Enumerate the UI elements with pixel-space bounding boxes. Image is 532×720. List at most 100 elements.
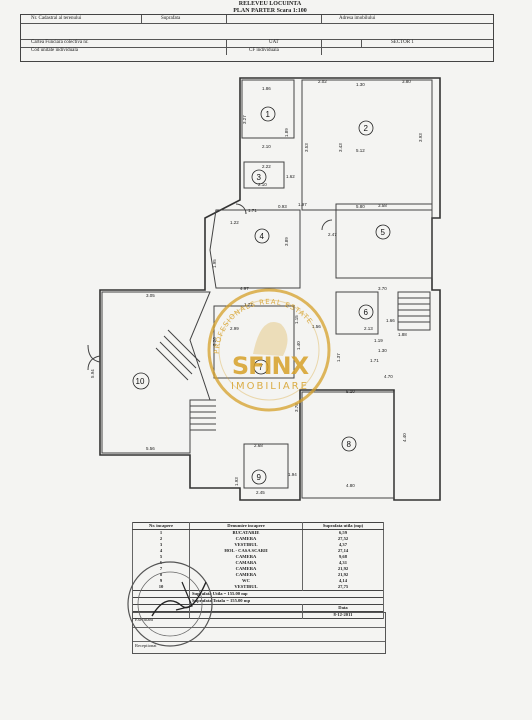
- room-label-2: 2: [364, 124, 369, 133]
- dim-r9-bottom: 2.45: [256, 490, 265, 495]
- dim-r7-c: 3.26: [212, 337, 217, 346]
- dim-r5-top: 3.58: [378, 203, 387, 208]
- header-row-2: [21, 23, 493, 40]
- door-arc-3: [235, 203, 247, 215]
- carte-funciara-label: Cartea Funciara colectiva nr.: [31, 40, 89, 45]
- room-2-outline: [301, 79, 433, 211]
- sfinx-watermark-emblem: PROFESIONALS REAL ESTATE: [207, 288, 331, 412]
- dim-r3-top: 2.22: [262, 164, 271, 169]
- room-label-1: 1: [266, 110, 271, 119]
- dim-r4-a: 1.22: [230, 220, 239, 225]
- room-label-9: 9: [257, 473, 262, 482]
- dim-r8-top: 5.10: [346, 389, 355, 394]
- dim-r2-side: 3.93: [418, 133, 423, 142]
- stairs-left: [190, 399, 216, 431]
- cell-suprafata: 27,52: [302, 536, 384, 542]
- signature-box: Executant Receptionat: [132, 612, 386, 654]
- dim-r2-topleft: 2.02: [318, 79, 327, 84]
- receptionat-label: Receptionat: [135, 643, 157, 648]
- cell-suprafata: 27,14: [302, 548, 384, 554]
- title-line-2: PLAN PARTER Scara 1:100: [233, 8, 307, 14]
- dim-r3-bottom: 2.10: [258, 182, 267, 187]
- dim-r1-side: 3.27: [242, 115, 247, 124]
- cell-suprafata: 4,37: [302, 542, 384, 548]
- dim-r2-topright: 1.30: [356, 82, 365, 87]
- dim-misc-a: 4.70: [384, 374, 393, 379]
- dim-r7-a: 1.15: [294, 315, 299, 324]
- cf-individuala-label: CF individuala: [249, 48, 279, 53]
- room-3-outline: [243, 161, 285, 189]
- dim-r7-d: 1.40: [296, 341, 301, 350]
- dim-r8-side: 4.40: [402, 433, 407, 442]
- sector-label: SECTOR 1: [391, 40, 414, 45]
- dim-r5-bottom: 3.70: [378, 286, 387, 291]
- dim-r4-e: 4.97: [240, 286, 249, 291]
- executant-label: Executant: [135, 617, 153, 622]
- dim-r1-top: 1.86: [262, 86, 271, 91]
- dim-r4-f: 2.47: [328, 232, 337, 237]
- dim-r6-b: 1.19: [374, 338, 383, 343]
- date-label: Data: [302, 604, 384, 612]
- cell-suprafata: 4,14: [302, 578, 384, 584]
- signature-scribble: [151, 581, 207, 617]
- room-label-5: 5: [381, 228, 386, 237]
- rooms-table: Nr. incapere Denumire incapere Suprafata…: [132, 522, 384, 619]
- header-table: Nr. Cadastral al terenului Suprafata Adr…: [20, 14, 494, 62]
- dim-r4-b: 1.97: [298, 202, 307, 207]
- dim-r4-c: 1.95: [212, 259, 217, 268]
- room-4-outline: [209, 209, 301, 289]
- dim-r1-bottom: 2.10: [262, 144, 271, 149]
- col-denumire: Denumire incapere: [189, 522, 303, 530]
- cell-suprafata: 21,92: [302, 566, 384, 572]
- title-line-1: RELEVEU LOCUINTA: [238, 1, 302, 7]
- room-label-4: 4: [260, 232, 265, 241]
- door-arc-5: [321, 219, 333, 231]
- room-label-8: 8: [347, 440, 352, 449]
- col-suprafata: Suprafata utila (mp): [302, 522, 384, 530]
- dim-r2-inner: 3.43: [338, 143, 343, 152]
- cell-suprafata: 4,31: [302, 560, 384, 566]
- cadastral-label: Nr. Cadastral al terenului: [31, 16, 82, 21]
- uat-label: UAT: [269, 40, 279, 45]
- room-label-3: 3: [257, 173, 262, 182]
- dim-r6-e: 1.37: [336, 353, 341, 362]
- dim-r1-right: 1.89: [284, 128, 289, 137]
- dim-r10-top: 3.05: [146, 293, 155, 298]
- dim-r2-left: 3.53: [304, 143, 309, 152]
- dim-r3-right: 1.62: [286, 174, 295, 179]
- header-row-4: Cod unitate individuala CF individuala: [21, 47, 493, 55]
- dim-r9-top: 2.68: [254, 443, 263, 448]
- room-label-10: 10: [136, 377, 145, 386]
- cell-suprafata: 9,68: [302, 554, 384, 560]
- dim-r7-b: 1.56: [312, 324, 321, 329]
- su-row: Suprafata Utila = 155.00 mp: [132, 590, 384, 598]
- dim-r10-side: 5.94: [90, 369, 95, 378]
- suprafata-label: Suprafata: [161, 16, 181, 21]
- dim-r8-bottom: 4.80: [346, 483, 355, 488]
- dim-r9-right: 1.94: [288, 472, 297, 477]
- official-stamp: [127, 561, 213, 647]
- su-label: Suprafata Utila = 155.00 mp: [189, 590, 384, 598]
- room-7-outline: [213, 305, 295, 379]
- dim-r2-mid: 5.12: [356, 148, 365, 153]
- dim-misc-c: 1.30: [378, 348, 387, 353]
- dim-r7-top: 1.77: [244, 302, 253, 307]
- sphinx-head-icon: [253, 322, 288, 356]
- dim-r4-d: 3.89: [284, 237, 289, 246]
- dim-r2-bottom: 5.80: [356, 204, 365, 209]
- dim-r10-bottom: 5.56: [146, 446, 155, 451]
- cell-suprafata: 27,75: [302, 584, 384, 591]
- dim-r6-a: 2.13: [364, 326, 373, 331]
- entrance-door: [87, 344, 101, 371]
- stairs-right: [397, 291, 431, 331]
- room-1-outline: [241, 79, 295, 139]
- room-label-6: 6: [364, 308, 369, 317]
